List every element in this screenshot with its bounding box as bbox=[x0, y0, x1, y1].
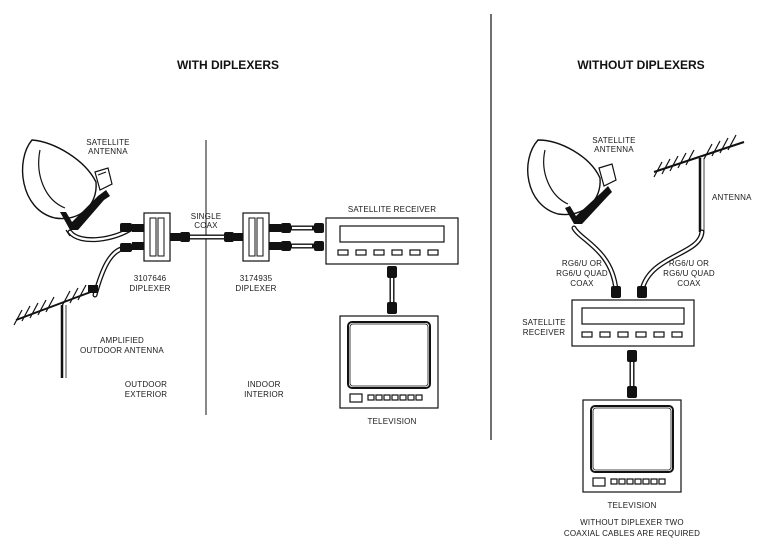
indoor-diplexer bbox=[234, 212, 281, 262]
left-receiver-label: SATELLITE RECEIVER bbox=[348, 205, 436, 214]
indoor-label-1: INDOOR bbox=[247, 380, 280, 389]
left-television-label: TELEVISION bbox=[367, 417, 416, 426]
amplified-antenna-icon bbox=[13, 284, 98, 378]
left-panel-title: WITH DIPLEXERS bbox=[177, 58, 279, 72]
indoor-diplexer-label-2: DIPLEXER bbox=[235, 284, 276, 293]
coax-right-label-1: RG6/U OR bbox=[669, 259, 709, 268]
right-satellite-label-2: ANTENNA bbox=[594, 145, 634, 154]
left-television-icon bbox=[339, 315, 439, 409]
right-satellite-receiver bbox=[571, 299, 695, 347]
right-television-label: TELEVISION bbox=[607, 501, 656, 510]
right-satellite-label-1: SATELLITE bbox=[592, 136, 635, 145]
right-note-line-2: COAXIAL CABLES ARE REQUIRED bbox=[564, 529, 700, 538]
connector bbox=[120, 223, 132, 232]
single-coax-label-1: SINGLE bbox=[191, 212, 222, 221]
outdoor-label-1: OUTDOOR bbox=[125, 380, 167, 389]
left-satellite-label-1: SATELLITE bbox=[86, 138, 129, 147]
right-receiver-label-2: RECEIVER bbox=[523, 328, 566, 337]
coax-left-label-1: RG6/U OR bbox=[562, 259, 602, 268]
right-panel-title: WITHOUT DIPLEXERS bbox=[577, 58, 704, 72]
amplified-antenna-label-1: AMPLIFIED bbox=[100, 336, 144, 345]
coax-right-label-3: COAX bbox=[677, 279, 701, 288]
right-note-line-1: WITHOUT DIPLEXER TWO bbox=[580, 518, 684, 527]
outdoor-diplexer-label-1: 3107646 bbox=[134, 274, 167, 283]
coax-left-label-2: RG6/U QUAD bbox=[556, 269, 608, 278]
indoor-label-2: INTERIOR bbox=[244, 390, 284, 399]
coax-left-label-3: COAX bbox=[570, 279, 594, 288]
right-television-icon bbox=[582, 399, 682, 493]
outdoor-label-2: EXTERIOR bbox=[125, 390, 168, 399]
outdoor-diplexer-label-2: DIPLEXER bbox=[129, 284, 170, 293]
right-receiver-label-1: SATELLITE bbox=[522, 318, 565, 327]
right-antenna-icon bbox=[653, 134, 745, 232]
indoor-diplexer-label-1: 3174935 bbox=[240, 274, 273, 283]
right-antenna-label: ANTENNA bbox=[712, 193, 752, 202]
coax-right-label-2: RG6/U QUAD bbox=[663, 269, 715, 278]
outdoor-diplexer bbox=[132, 212, 180, 262]
amplified-antenna-label-2: OUTDOOR ANTENNA bbox=[80, 346, 164, 355]
left-satellite-label-2: ANTENNA bbox=[88, 147, 128, 156]
right-satellite-dish-icon bbox=[527, 139, 617, 224]
single-coax-label-2: COAX bbox=[194, 221, 218, 230]
antenna-cable bbox=[92, 245, 128, 298]
satellite-dish-icon bbox=[21, 139, 113, 237]
left-satellite-receiver bbox=[325, 217, 459, 265]
